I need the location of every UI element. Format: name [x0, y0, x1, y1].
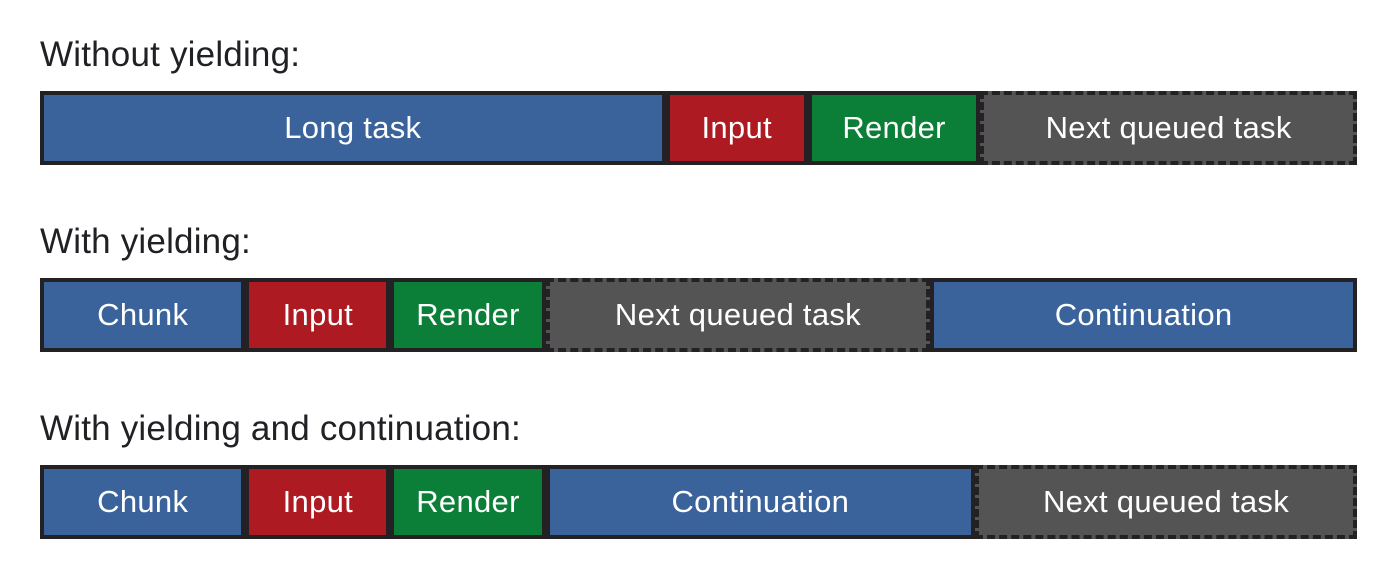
timeline-section: With yielding and continuation: Chunk Inpu… — [40, 408, 1357, 539]
segment-label: Continuation — [1054, 297, 1233, 332]
segment-continuation: Continuation — [545, 465, 976, 539]
segment-label: Continuation — [671, 484, 850, 519]
segment-label: Render — [416, 484, 520, 519]
timeline-section: Without yielding: Long task Input Render Nex… — [40, 34, 1357, 165]
segment-next-queued-task: Next queued task — [975, 465, 1357, 539]
segment-label: Next queued task — [1042, 484, 1290, 519]
timeline-section: With yielding: Chunk Input Render Next queue… — [40, 221, 1357, 352]
section-label: Without yielding: — [40, 35, 301, 74]
segment-input: Input — [665, 91, 808, 165]
timeline-bar: Chunk Input Render Continuation Next queued … — [40, 465, 1357, 539]
segment-label: Input — [701, 110, 772, 145]
segment-input: Input — [245, 465, 391, 539]
section-label: With yielding and continuation: — [40, 409, 521, 448]
segment-chunk: Chunk — [40, 278, 246, 352]
segment-label: Next queued task — [614, 297, 861, 332]
segment-label: Render — [416, 297, 520, 332]
segment-continuation: Continuation — [930, 278, 1357, 352]
segment-label: Chunk — [97, 297, 189, 332]
timeline-bar: Chunk Input Render Next queued task Continua… — [40, 278, 1357, 352]
timeline-bar: Long task Input Render Next queued task — [40, 91, 1357, 165]
segment-long-task: Long task — [40, 91, 666, 165]
segment-next-queued-task: Next queued task — [545, 278, 931, 352]
segment-chunk: Chunk — [40, 465, 246, 539]
segment-label: Input — [282, 484, 354, 519]
segment-label: Chunk — [97, 484, 189, 519]
segment-label: Next queued task — [1045, 110, 1292, 145]
segment-label: Long task — [284, 110, 422, 145]
section-label: With yielding: — [40, 222, 251, 261]
segment-input: Input — [245, 278, 391, 352]
segment-label: Render — [842, 110, 946, 145]
segment-render: Render — [390, 465, 546, 539]
segment-label: Input — [282, 297, 354, 332]
segment-next-queued-task: Next queued task — [980, 91, 1357, 165]
segment-render: Render — [807, 91, 981, 165]
segment-render: Render — [390, 278, 546, 352]
